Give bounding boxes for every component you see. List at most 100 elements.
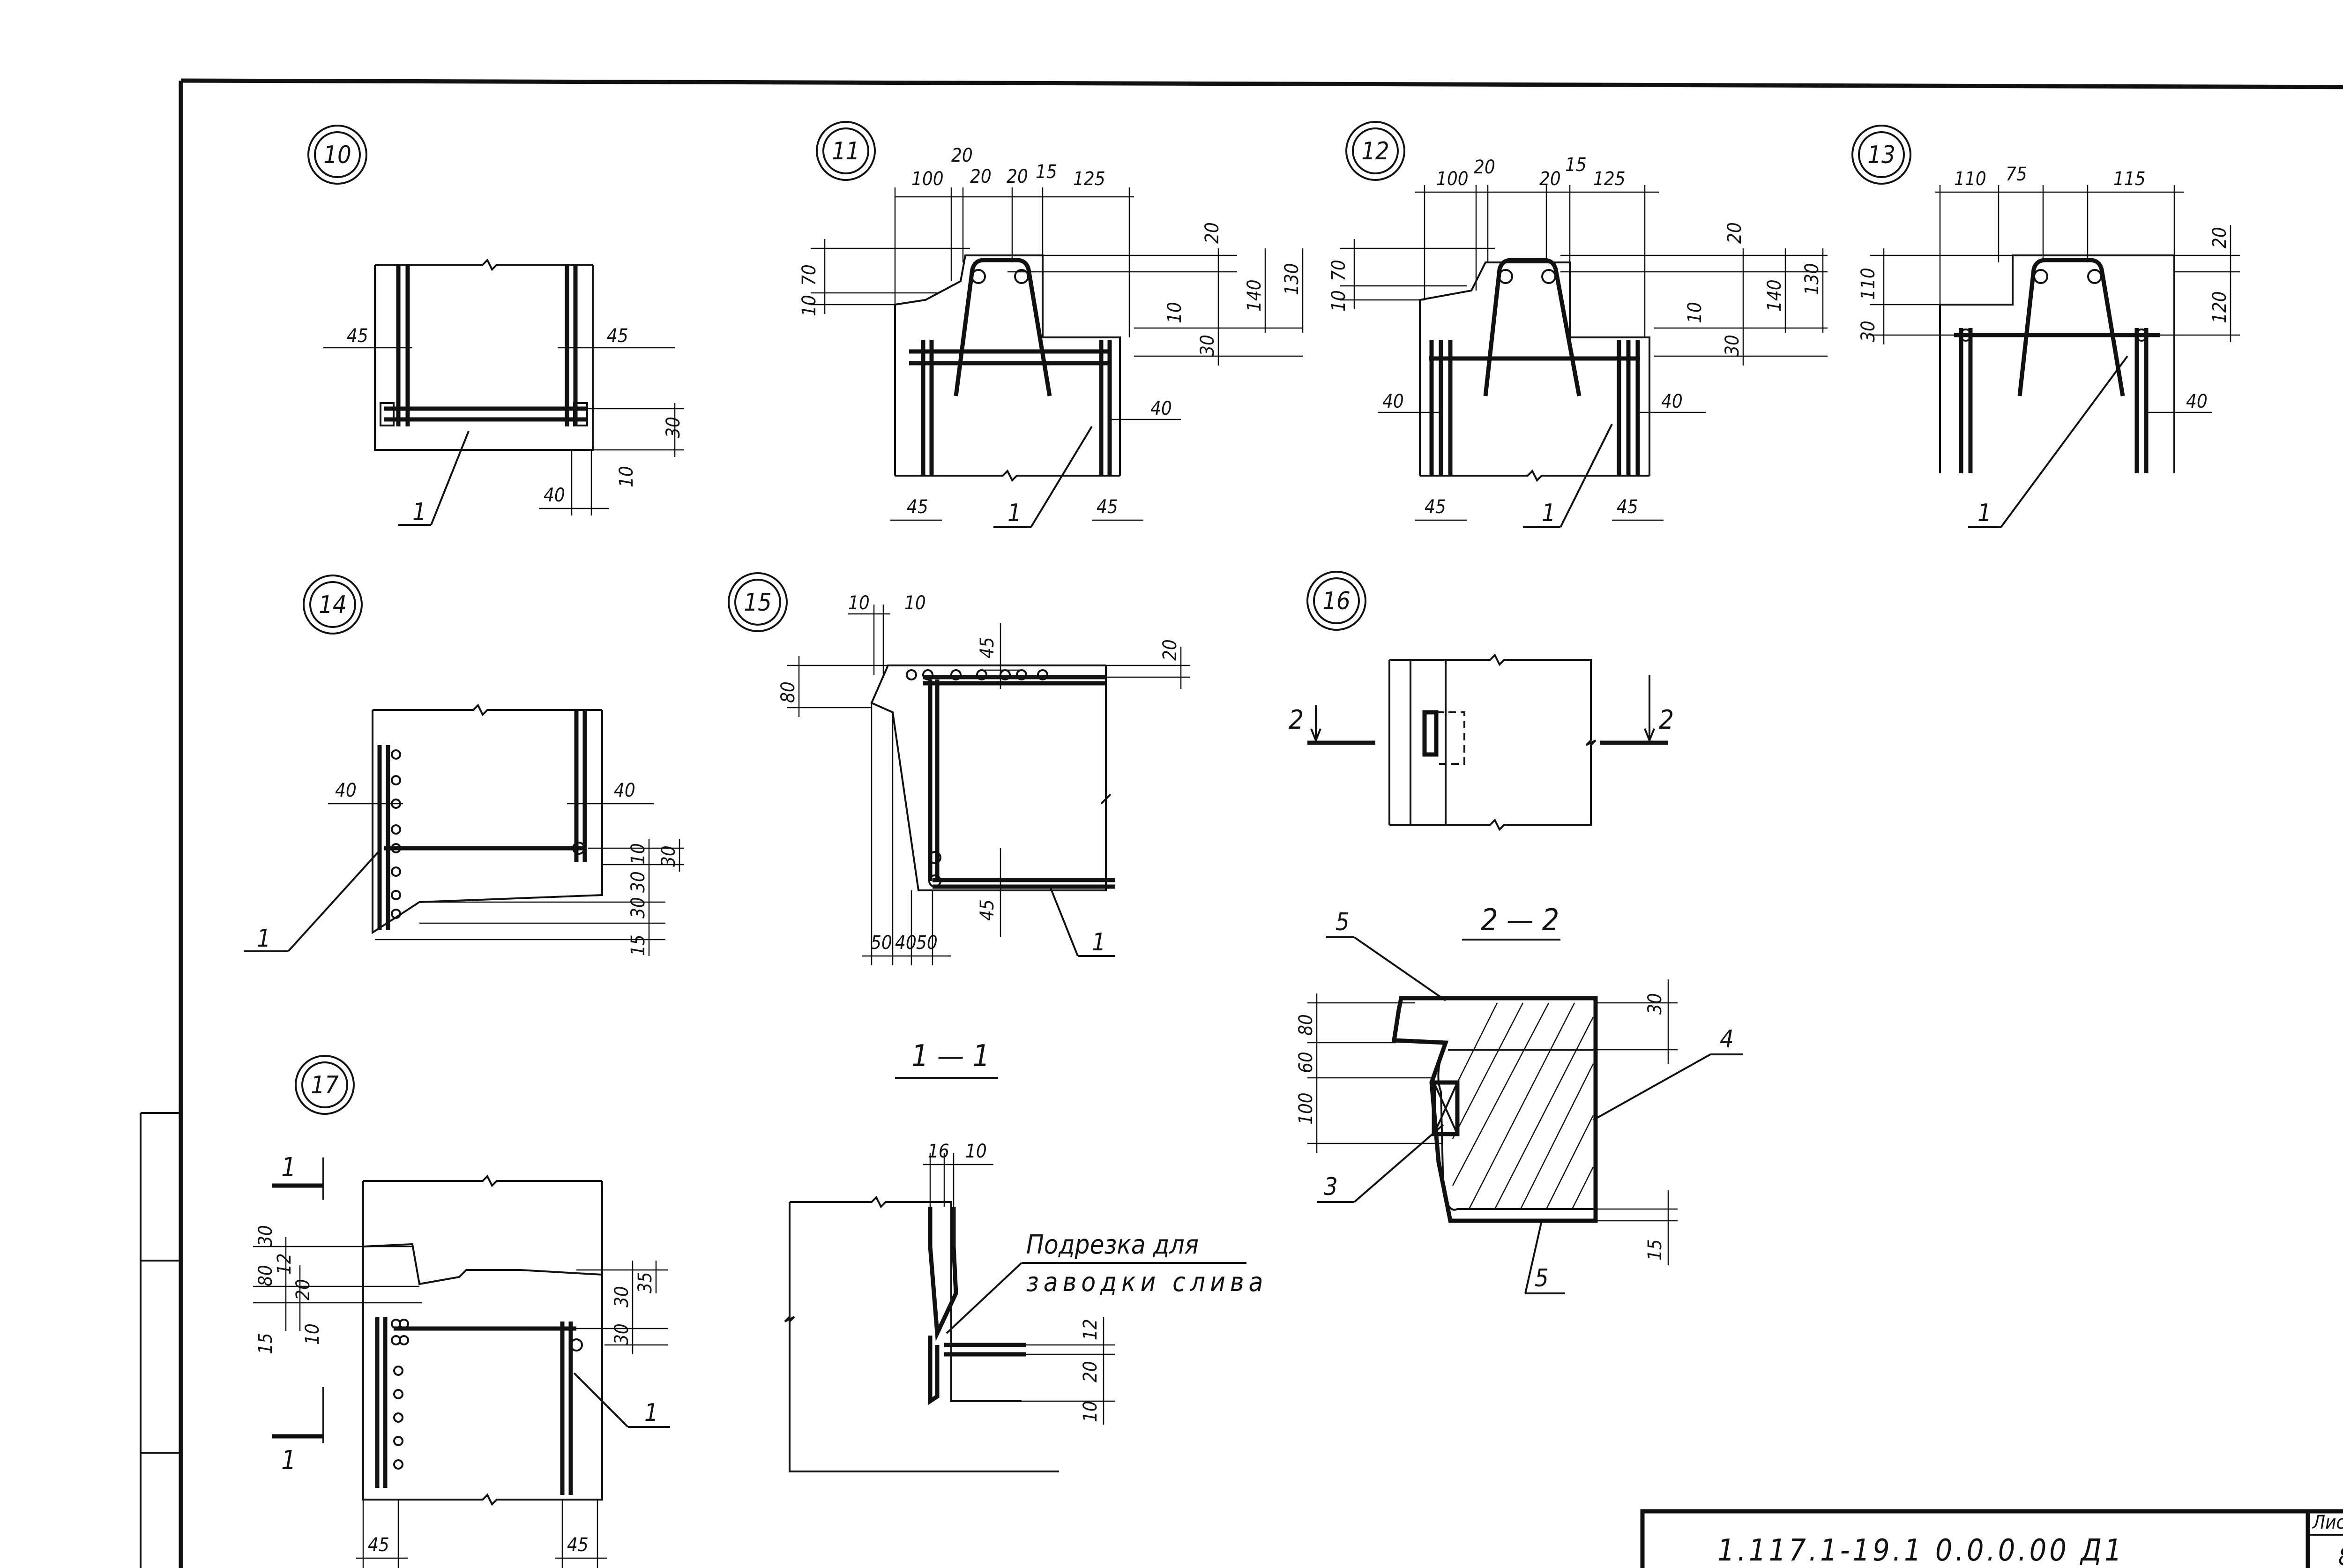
dim: 10 — [1080, 1401, 1101, 1422]
dim: 20 — [1159, 639, 1181, 661]
dim: 15 — [1565, 154, 1587, 176]
callout-label: 1 — [1542, 499, 1556, 527]
cutout-note-line-1: Подрезка для — [1026, 1230, 1199, 1260]
detail-10: 10 45 45 30 10 40 1 — [307, 125, 684, 526]
dim: 125 — [1593, 168, 1626, 190]
detail-marker-11: 11 — [816, 121, 876, 181]
dim: 45 — [607, 325, 628, 347]
dim: 80 — [1295, 1014, 1317, 1036]
callout-label: 1 — [1092, 928, 1106, 956]
dim: 140 — [1244, 279, 1265, 312]
dim: 60 — [1295, 1052, 1317, 1073]
section-2-2: 2 — 2 80 60 100 30 15 5 4 3 — [1295, 903, 1743, 1294]
svg-text:13: 13 — [1867, 141, 1895, 169]
dim: 70 — [798, 264, 820, 286]
detail-16: 16 2 2 — [1289, 571, 1674, 831]
dim: 40 — [335, 780, 357, 801]
dim: 30 — [1858, 321, 1879, 342]
callout-label: 1 — [257, 925, 271, 953]
dim: 30 — [255, 1225, 276, 1247]
dim: 45 — [567, 1534, 589, 1556]
detail-12: 12 100 20 20 15 125 70 10 20 140 130 10 … — [1328, 121, 1828, 528]
dim: 115 — [2113, 168, 2146, 190]
callout-label: 5 — [1535, 1264, 1549, 1292]
svg-text:14: 14 — [319, 591, 347, 619]
dim: 20 — [970, 166, 992, 187]
dim: 45 — [368, 1534, 389, 1556]
dim: 40 — [614, 780, 635, 801]
callout-label: 1 — [412, 498, 426, 526]
detail-marker-15: 15 — [728, 572, 788, 632]
detail-13: 13 110 75 115 110 30 20 120 40 1 — [1851, 125, 2240, 528]
dim: 140 — [1764, 279, 1785, 312]
dim: 75 — [2006, 164, 2027, 185]
detail-15: 15 10 10 45 20 80 45 50 40 50 1 — [728, 572, 1190, 965]
callout-label: 3 — [1324, 1173, 1338, 1201]
dim: 10 — [1164, 302, 1186, 323]
detail-17: 17 30 80 12 20 15 10 30 35 30 1 45 45 1 … — [253, 1055, 670, 1568]
dim: 110 — [1954, 168, 1986, 190]
svg-text:12: 12 — [1361, 137, 1389, 165]
detail-marker-16: 16 — [1306, 571, 1366, 631]
dim: 10 — [302, 1323, 323, 1345]
svg-text:10: 10 — [323, 141, 351, 169]
dim: 10 — [848, 592, 870, 614]
detail-marker-10: 10 — [307, 125, 367, 185]
section-title: 1 — 1 — [911, 1039, 990, 1074]
svg-text:11: 11 — [832, 137, 860, 165]
callout-label: 1 — [644, 1399, 658, 1427]
dim: 16 — [928, 1141, 949, 1162]
dim: 30 — [611, 1323, 633, 1345]
detail-marker-12: 12 — [1345, 121, 1405, 181]
dim: 10 — [904, 592, 926, 614]
section-mark: 1 — [281, 1445, 296, 1476]
dim: 20 — [1201, 222, 1223, 244]
sheet-label: Лист — [2312, 1512, 2343, 1533]
dim: 10 — [1328, 290, 1350, 312]
dim: 20 — [1474, 157, 1495, 178]
dim: 45 — [977, 637, 998, 658]
dim: 45 — [1617, 496, 1638, 518]
dim: 20 — [292, 1279, 314, 1300]
dim: 35 — [634, 1272, 656, 1293]
dim: 40 — [895, 932, 917, 954]
dim: 15 — [1036, 161, 1057, 183]
dim: 20 — [1007, 166, 1028, 187]
dim: 10 — [965, 1141, 987, 1162]
dim: 10 — [798, 295, 820, 316]
dim: 80 — [777, 681, 799, 703]
dim: 40 — [544, 485, 565, 506]
title-block: 1.117.1-19.1 0.0.0.00 Д1 Лист 8 — [1640, 1509, 2343, 1568]
callout-label: 1 — [1007, 499, 1022, 527]
dim: 40 — [2186, 391, 2208, 412]
detail-marker-14: 14 — [303, 575, 363, 635]
dim: 20 — [1080, 1361, 1101, 1382]
dim: 30 — [627, 897, 649, 918]
svg-text:16: 16 — [1322, 587, 1351, 615]
dim: 70 — [1328, 260, 1350, 281]
section-title: 2 — 2 — [1481, 903, 1559, 938]
dim: 30 — [627, 871, 649, 893]
dim: 50 — [871, 932, 892, 954]
dim: 40 — [1661, 391, 1683, 412]
callout-label: 4 — [1720, 1025, 1734, 1053]
dim: 15 — [1644, 1239, 1666, 1261]
dim: 15 — [627, 934, 649, 956]
dim: 45 — [347, 325, 368, 347]
dim: 80 — [255, 1265, 276, 1286]
dim: 45 — [1425, 496, 1446, 518]
dim: 30 — [658, 845, 679, 867]
dim: 100 — [1436, 168, 1469, 190]
section-mark: 1 — [281, 1152, 296, 1183]
section-mark: 2 — [1289, 705, 1304, 735]
sheet-number: 8 — [2338, 1543, 2343, 1568]
callout-label: 1 — [1977, 499, 1992, 527]
dim: 50 — [916, 932, 938, 954]
sheet-frame — [140, 78, 2343, 1568]
dim: 45 — [1097, 496, 1118, 518]
dim: 20 — [2209, 227, 2231, 248]
detail-marker-17: 17 — [295, 1055, 355, 1115]
detail-11: 11 100 20 20 20 15 125 70 10 20 140 130 … — [798, 121, 1304, 528]
dim: 30 — [1197, 335, 1218, 356]
